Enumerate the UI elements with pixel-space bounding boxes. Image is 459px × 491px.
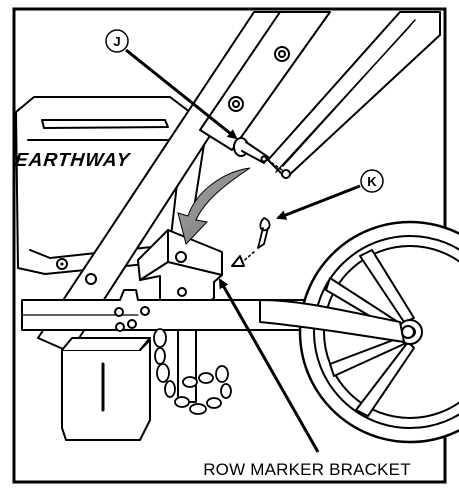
handle-bar-right: [199, 11, 331, 151]
bracket-leader: [218, 278, 320, 453]
clevis-pin: [233, 137, 269, 164]
caption-row-marker-bracket: ROW MARKER BRACKET: [203, 460, 411, 479]
motion-arrow: [177, 167, 251, 245]
axle-bolt: [401, 325, 415, 339]
furrow-shoe-top: [61, 337, 151, 351]
hopper: [15, 96, 208, 275]
pin-target-hole: [281, 169, 291, 179]
handle-bolt-1-core: [278, 50, 286, 58]
bracket-hole: [175, 251, 187, 263]
hairpin-clip: [257, 217, 271, 249]
hopper-slot: [41, 119, 169, 129]
wheel-spokes: [325, 249, 415, 417]
handle-bolt-2-core: [232, 100, 240, 108]
frame-bolt-2: [127, 319, 137, 329]
clip-arrow-head: [231, 255, 245, 267]
furrow-shoe: [61, 339, 151, 441]
frame-bolt-1: [114, 307, 124, 317]
artwork: [15, 11, 459, 444]
handle-hole: [85, 273, 97, 285]
callout-j-circle: [105, 29, 129, 53]
callout-k-circle: [360, 169, 384, 193]
caption-backdrop: [170, 456, 442, 480]
frame-bolt-3: [140, 306, 150, 316]
handle-channel-inner: [275, 19, 416, 173]
frame-bolt-4: [115, 322, 125, 332]
callout-k-leader: [276, 184, 361, 220]
pin-path-dotted: [267, 159, 283, 171]
callout-k: K: [276, 169, 384, 220]
callout-j-label: J: [113, 34, 120, 49]
brand-label: EARTHWAY: [14, 150, 132, 171]
axle-arm: [259, 299, 405, 343]
callout-k-label: K: [367, 174, 377, 189]
callout-j-leader: [125, 48, 238, 140]
drag-chain: [153, 328, 232, 415]
bracket-hole-upper: [177, 287, 187, 297]
callout-j: J: [105, 29, 238, 140]
bracket-fold: [139, 229, 223, 281]
hopper-screw-center: [60, 262, 64, 266]
